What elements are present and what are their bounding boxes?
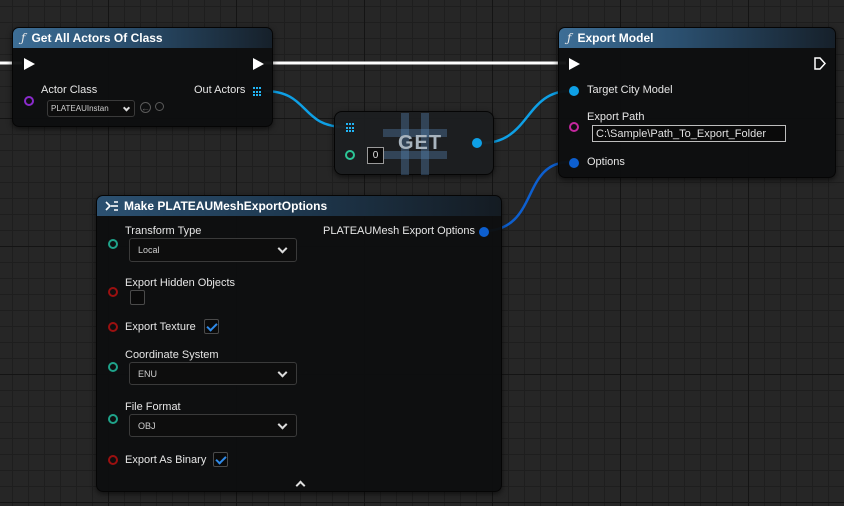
export-texture-checkbox[interactable]: [204, 319, 219, 334]
exec-in-pin[interactable]: [24, 58, 35, 70]
transform-type-label: Transform Type: [125, 225, 202, 237]
array-input-pin[interactable]: [346, 123, 356, 133]
actor-class-pin[interactable]: [24, 96, 34, 106]
options-label: Options: [587, 156, 625, 168]
node-header[interactable]: Make PLATEAUMeshExportOptions: [97, 196, 501, 216]
coordinate-system-label: Coordinate System: [125, 349, 219, 361]
node-title: Make PLATEAUMeshExportOptions: [124, 199, 328, 213]
out-actors-label: Out Actors: [194, 84, 246, 96]
node-header[interactable]: ƒ Export Model: [559, 28, 835, 48]
node-export-model[interactable]: ƒ Export Model Target City Model Export …: [558, 27, 836, 178]
array-watermark-icon: [383, 113, 447, 175]
export-texture-label: Export Texture: [125, 321, 196, 333]
actor-class-value: PLATEAUInstan: [51, 104, 109, 113]
transform-type-pin[interactable]: [108, 239, 118, 249]
node-header[interactable]: ƒ Get All Actors Of Class: [13, 28, 272, 48]
target-city-model-pin[interactable]: [569, 86, 579, 96]
function-icon: ƒ: [21, 31, 26, 45]
make-struct-icon: [105, 201, 118, 211]
output-options-label: PLATEAUMesh Export Options: [323, 225, 476, 237]
node-get-all-actors-of-class[interactable]: ƒ Get All Actors Of Class Actor Class PL…: [12, 27, 273, 127]
actor-class-dropdown[interactable]: PLATEAUInstan: [47, 100, 135, 117]
actor-class-label: Actor Class: [41, 84, 98, 96]
output-item-pin[interactable]: [472, 138, 482, 148]
export-texture-pin[interactable]: [108, 322, 118, 332]
node-make-plateau-mesh-export-options[interactable]: Make PLATEAUMeshExportOptions PLATEAUMes…: [96, 195, 502, 492]
target-city-model-label: Target City Model: [587, 84, 673, 96]
function-icon: ƒ: [567, 31, 572, 45]
chevron-down-icon: [277, 367, 288, 378]
coordinate-system-pin[interactable]: [108, 362, 118, 372]
exec-out-pin[interactable]: [814, 57, 826, 70]
export-hidden-objects-checkbox[interactable]: [130, 290, 145, 305]
file-format-dropdown[interactable]: OBJ: [129, 414, 297, 437]
wire-out-actors-to-get: [263, 89, 346, 129]
index-input[interactable]: 0: [367, 147, 384, 164]
node-title: Get All Actors Of Class: [31, 31, 163, 45]
export-hidden-objects-label: Export Hidden Objects: [125, 277, 236, 289]
node-title: Export Model: [577, 31, 654, 45]
file-format-pin[interactable]: [108, 414, 118, 424]
export-as-binary-checkbox[interactable]: [213, 452, 228, 467]
export-path-input[interactable]: C:\Sample\Path_To_Export_Folder: [592, 125, 786, 142]
file-format-label: File Format: [125, 401, 181, 413]
exec-out-pin[interactable]: [253, 58, 264, 70]
export-path-label: Export Path: [587, 111, 645, 123]
export-hidden-objects-pin[interactable]: [108, 287, 118, 297]
collapse-up-icon[interactable]: [295, 480, 306, 491]
node-get-array-item[interactable]: GET 0: [334, 111, 494, 175]
options-pin[interactable]: [569, 158, 579, 168]
exec-in-pin[interactable]: [569, 58, 580, 70]
chevron-down-icon: [277, 243, 288, 254]
export-as-binary-pin[interactable]: [108, 455, 118, 465]
coordinate-system-value: ENU: [138, 368, 158, 379]
transform-type-dropdown[interactable]: Local: [129, 238, 297, 262]
output-options-pin[interactable]: [479, 227, 489, 237]
chevron-down-icon: [122, 103, 131, 112]
transform-type-value: Local: [138, 245, 160, 255]
export-as-binary-label: Export As Binary: [125, 454, 207, 466]
index-pin[interactable]: [345, 150, 355, 160]
export-path-pin[interactable]: [569, 122, 579, 132]
out-actors-array-pin[interactable]: [253, 87, 263, 97]
use-selected-icon[interactable]: ←: [140, 102, 151, 113]
browse-search-icon[interactable]: [155, 102, 164, 111]
coordinate-system-dropdown[interactable]: ENU: [129, 362, 297, 385]
node-title: GET: [398, 132, 443, 154]
wire-get-to-target: [481, 89, 571, 145]
chevron-down-icon: [277, 419, 288, 430]
file-format-value: OBJ: [138, 420, 156, 431]
